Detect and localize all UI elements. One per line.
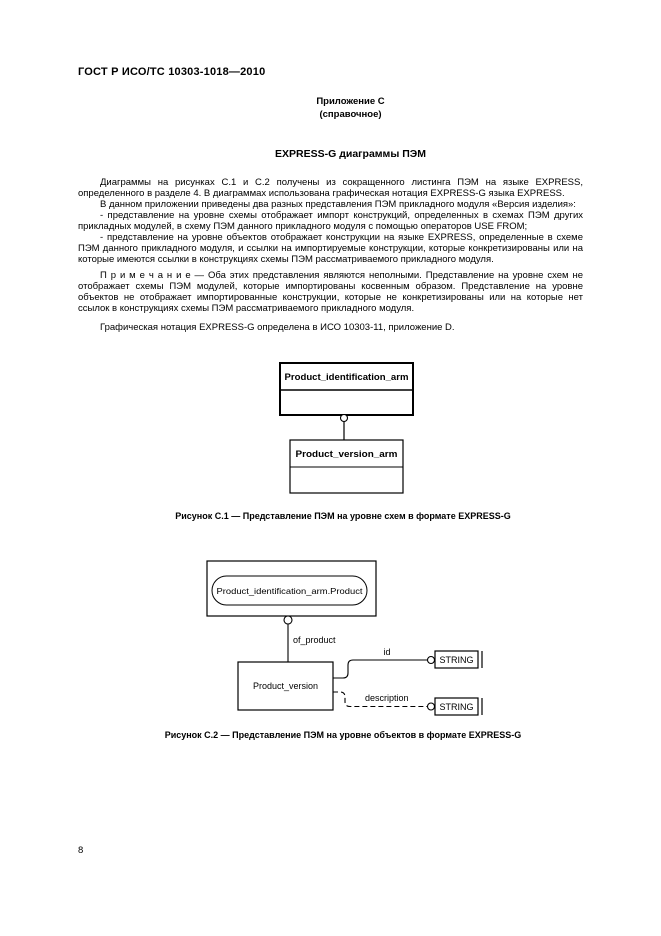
paragraph-two-views: В данном приложении приведены два разных… [100,199,576,210]
id-attribute-label: id [383,647,390,657]
appendix-heading: Приложение С (справочное) [78,95,623,121]
of-product-circle-icon [283,615,293,625]
figure-c1-diagram: Product_identification_arm Product_versi… [279,362,414,494]
referenced-entity-stadium [211,575,368,606]
schema-box-2-label: Product_version_arm [296,449,398,459]
appendix-subtitle: (справочное) [319,109,382,120]
string-type-box-1 [434,650,479,669]
schema-box-1-label: Product_identification_arm [285,372,409,382]
string-type-label-1: STRING [439,655,473,665]
use-from-circle-icon [339,413,349,423]
appendix-title: Приложение С [316,96,385,107]
description-attribute-line [333,691,427,708]
body-text: Диаграммы на рисунках С.1 и С.2 получены… [78,177,583,333]
figure-c1-caption: Рисунок С.1 — Представление ПЭМ на уровн… [175,511,511,521]
entity-box-product-version [237,661,334,711]
bullet-schema-level: - представление на уровне схемы отобража… [78,210,583,232]
figure-c2-diagram: Product_identification_arm.Product of_pr… [206,560,483,716]
of-product-label: of_product [293,635,336,645]
paragraph-note: П р и м е ч а н и е — Оба этих представл… [78,270,583,314]
document-header: ГОСТ Р ИСО/ТС 10303-1018—2010 [78,66,266,78]
figure-c2-caption: Рисунок С.2 — Представление ПЭМ на уровн… [164,730,522,740]
section-title: EXPRESS-G диаграммы ПЭМ [275,148,426,160]
string-type-box-2 [434,697,479,716]
description-circle-icon [426,702,436,711]
paragraph-intro: Диаграммы на рисунках С.1 и С.2 получены… [78,177,583,199]
string-type-label-2: STRING [439,702,473,712]
id-circle-icon [426,655,436,665]
id-attribute-line [333,659,427,679]
schema-frame-box [206,560,377,617]
description-attribute-label: description [365,693,409,703]
bullet-entity-level: - представление на уровне объектов отобр… [78,232,583,265]
entity-label: Product_version [253,681,318,691]
page-number: 8 [78,845,84,856]
referenced-entity-label: Product_identification_arm.Product [217,586,364,596]
schema-box-product-identification-arm [279,362,414,416]
paragraph-notation-ref: Графическая нотация EXPRESS-G определена… [100,322,455,333]
